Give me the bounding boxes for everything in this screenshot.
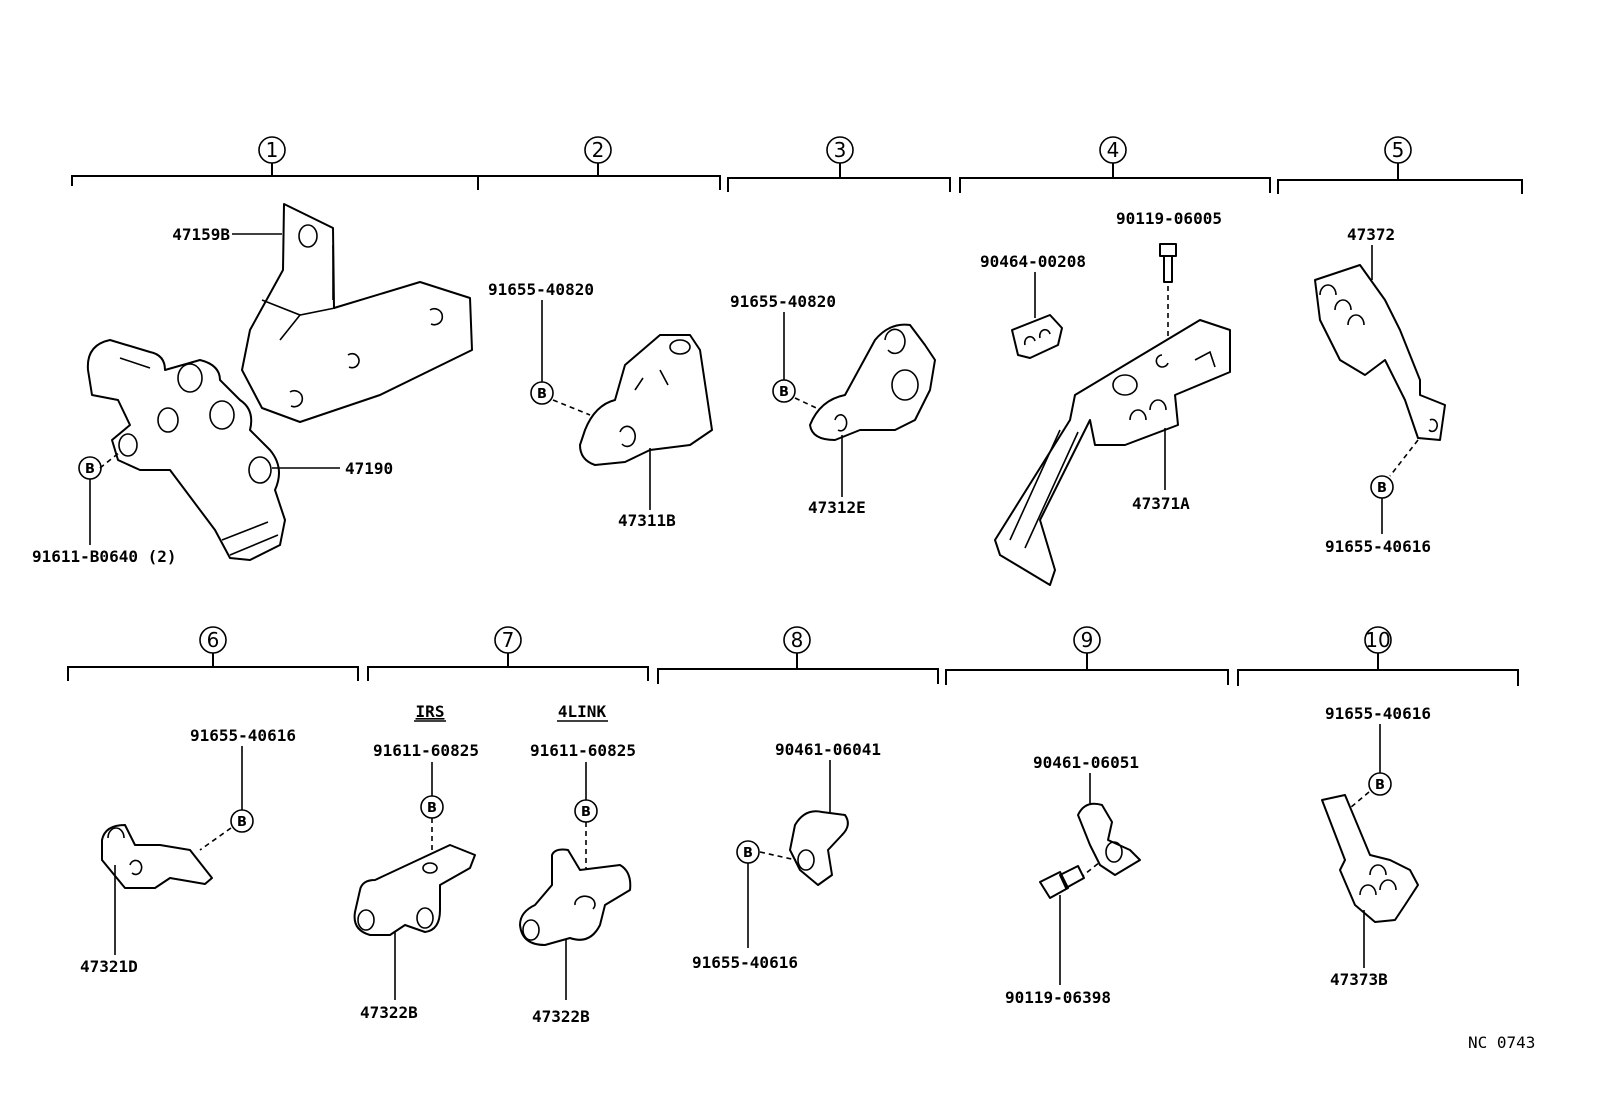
label-90119-06005: 90119-06005 [1116, 209, 1222, 228]
clamp-47372 [1314, 264, 1446, 441]
group-8: 8 90461-06041 B 91655-40616 [657, 626, 939, 972]
clamp-90461-06051 [1077, 802, 1141, 876]
label-irs: IRS [416, 702, 445, 721]
clamp-47373B [1321, 794, 1419, 923]
bracket-47311B [579, 334, 713, 466]
clip-90464-00208 [1011, 314, 1063, 359]
group-6: 6 91655-40616 B 47321D [67, 626, 359, 976]
bolt-marker-7b: B [581, 805, 591, 820]
label-91611-B0640: 91611-B0640 (2) [32, 547, 177, 566]
label-47373B: 47373B [1330, 970, 1388, 989]
group-7: 7 IRS 4LINK 91611-60825 91611-60825 B 47… [353, 626, 649, 1026]
group-7-number: 7 [502, 628, 515, 652]
group-3: 3 91655-40820 B 47312E [727, 136, 951, 517]
bracket-47371A [994, 319, 1231, 586]
clip-47321D [101, 824, 213, 889]
label-90119-06398: 90119-06398 [1005, 988, 1111, 1007]
bolt-marker-5: B [1377, 481, 1387, 496]
group-8-number: 8 [791, 628, 804, 652]
label-91611-60825-a: 91611-60825 [373, 741, 479, 760]
group-2-number: 2 [592, 138, 605, 162]
label-47312E: 47312E [808, 498, 866, 517]
label-47190: 47190 [345, 459, 393, 478]
bolt-marker-3: B [779, 385, 789, 400]
bracket-47159B [241, 203, 473, 423]
label-47322B-a: 47322B [360, 1003, 418, 1022]
bolt-90119-06398 [1039, 865, 1085, 899]
group-5: 5 47372 B 91655-40616 [1277, 136, 1523, 556]
group-1: 1 47159B 47190 B 91611-B0640 (2) [32, 136, 479, 566]
group-10-number: 10 [1365, 628, 1390, 652]
bolt-marker-8: B [743, 846, 753, 861]
label-47371A: 47371A [1132, 494, 1190, 513]
group-1-number: 1 [266, 138, 279, 162]
group-9: 9 90461-06051 90119-06398 [945, 626, 1229, 1007]
bracket-47312E [809, 323, 936, 441]
bolt-marker-1: B [85, 462, 95, 477]
bolt-marker-2: B [537, 387, 547, 402]
label-47159B: 47159B [172, 225, 230, 244]
clamp-90461-06041 [789, 810, 849, 886]
label-91655-40616-d: 91655-40616 [1325, 704, 1431, 723]
label-91655-40616-c: 91655-40616 [692, 953, 798, 972]
label-91655-40616-a: 91655-40616 [1325, 537, 1431, 556]
block-47322B-4link [519, 848, 632, 946]
group-6-number: 6 [207, 628, 220, 652]
drawing-code: NC 0743 [1468, 1033, 1535, 1052]
label-91655-40616-b: 91655-40616 [190, 726, 296, 745]
bolt-marker-7a: B [427, 801, 437, 816]
label-90461-06051: 90461-06051 [1033, 753, 1139, 772]
group-3-number: 3 [834, 138, 847, 162]
label-47311B: 47311B [618, 511, 676, 530]
label-91655-40820-a: 91655-40820 [488, 280, 594, 299]
group-4-number: 4 [1107, 138, 1120, 162]
label-4link: 4LINK [558, 702, 607, 721]
group-9-number: 9 [1081, 628, 1094, 652]
bolt-90119-06005 [1159, 243, 1177, 283]
group-10: 10 91655-40616 B 47373B [1237, 626, 1519, 989]
label-47372: 47372 [1347, 225, 1395, 244]
label-91611-60825-b: 91611-60825 [530, 741, 636, 760]
label-91655-40820-b: 91655-40820 [730, 292, 836, 311]
label-90461-06041: 90461-06041 [775, 740, 881, 759]
block-47322B-irs [353, 844, 476, 936]
group-5-number: 5 [1392, 138, 1405, 162]
label-47322B-b: 47322B [532, 1007, 590, 1026]
bolt-marker-10: B [1375, 778, 1385, 793]
label-47321D: 47321D [80, 957, 138, 976]
group-2: 2 91655-40820 B 47311B [477, 136, 721, 530]
group-4: 4 90464-00208 90119-06005 47371A [959, 136, 1271, 586]
bolt-marker-6: B [237, 815, 247, 830]
valve-47190 [86, 339, 286, 561]
label-90464-00208: 90464-00208 [980, 252, 1086, 271]
